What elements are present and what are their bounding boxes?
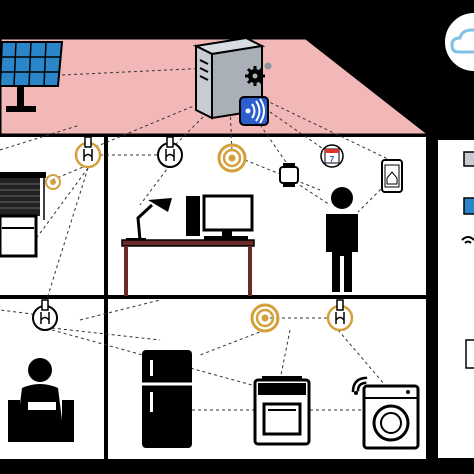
- calendar-icon: 7: [320, 144, 344, 168]
- link-server-calendar: [259, 104, 333, 156]
- computer-icon: [186, 194, 254, 240]
- side-device-icon: [465, 339, 474, 369]
- side-server-icon: [463, 151, 474, 167]
- room-top-right: [108, 137, 426, 295]
- link-left-edge: [0, 124, 81, 151]
- gear-icon: [245, 62, 272, 86]
- rfid-sensor-icon: [250, 303, 280, 333]
- solar-panel-icon: [0, 41, 64, 112]
- window-blind-icon: [0, 172, 46, 258]
- person-icon: [326, 187, 358, 292]
- lightbulb-icon: [74, 136, 102, 169]
- nfc-icon: [239, 96, 269, 126]
- lightbulb-icon: [326, 299, 354, 332]
- oven-icon: [253, 376, 311, 446]
- desk: [121, 239, 255, 296]
- link-rfid-person: [244, 159, 321, 191]
- washing-machine-icon: [362, 384, 420, 450]
- refrigerator-icon: [142, 350, 192, 448]
- rfid-sensor-icon: [217, 143, 247, 173]
- rfid-sensor-icon: [45, 174, 61, 190]
- room-side: [438, 140, 474, 458]
- side-panel-icon: [463, 197, 474, 215]
- link-server-phone: [264, 99, 391, 161]
- smartwatch-icon: [279, 163, 299, 187]
- lightbulb-icon: [32, 299, 58, 331]
- link-bulb2-lamp: [139, 164, 171, 206]
- wifi-icon: [351, 376, 368, 395]
- link-bulb4-washer: [337, 329, 386, 386]
- link-phone-person: [357, 184, 386, 213]
- link-bulb3-fridge: [51, 327, 161, 341]
- link-watch-person: [294, 181, 331, 206]
- lightbulb-icon: [157, 136, 183, 168]
- seated-person-icon: [8, 358, 74, 442]
- link-bulb1-window: [34, 167, 89, 241]
- link-seated-rfid: [79, 299, 161, 321]
- cloud-icon: [443, 11, 474, 73]
- smartphone-icon: [381, 159, 403, 193]
- link-solar-server: [61, 67, 211, 76]
- wifi-icon: [461, 236, 474, 244]
- calendar-day: 7: [330, 155, 335, 164]
- link-rfid2-oven: [279, 329, 291, 381]
- link-bulb3-oven: [51, 329, 271, 391]
- side-items: [463, 151, 474, 369]
